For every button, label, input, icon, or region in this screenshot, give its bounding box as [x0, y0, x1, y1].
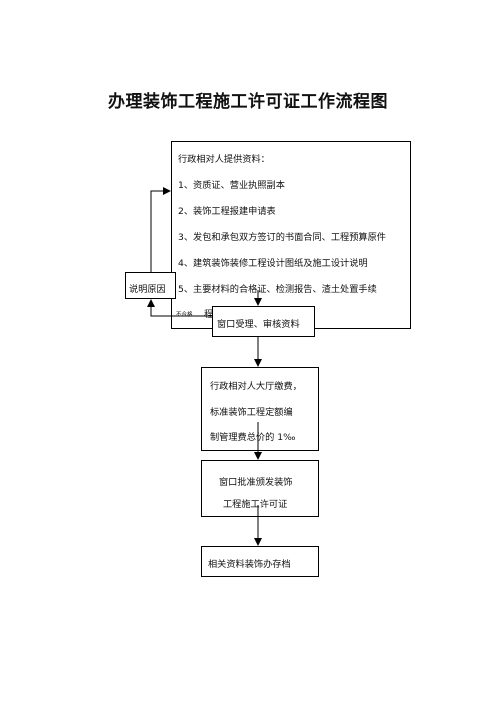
fee-line-3: 制管理费总价的 1‰ — [210, 432, 296, 443]
reason-box — [125, 272, 176, 299]
arrow-review-to-reason — [147, 299, 212, 317]
materials-item-1: 1、资质证、营业执照副本 — [178, 180, 285, 191]
issue-box — [201, 460, 319, 517]
arrow-reason-to-materials — [150, 187, 171, 272]
reason-label: 说明原因 — [129, 284, 166, 295]
materials-item-2: 2、装饰工程报建申请表 — [178, 206, 276, 217]
archive-label: 相关资料装饰办存档 — [208, 559, 291, 570]
archive-box — [201, 546, 319, 577]
issue-line-2: 工程施工许可证 — [223, 499, 288, 510]
flowchart-title: 办理装饰工程施工许可证工作流程图 — [108, 92, 388, 112]
fee-line-1: 行政相对人大厅缴费， — [210, 381, 302, 392]
issue-line-1: 窗口批准颁发装饰 — [219, 477, 293, 488]
fee-line-2: 标准装饰工程定额编 — [210, 407, 293, 418]
materials-item-5: 5、主要材料的合格证、检测报告、渣土处置手续 — [178, 284, 377, 295]
materials-item-6-partial: 程 — [204, 309, 214, 320]
materials-item-3: 3、发包和承包双方签订的书面合同、工程预算原件 — [178, 232, 386, 243]
fee-box — [201, 367, 319, 451]
materials-heading: 行政相对人提供资料： — [178, 154, 270, 165]
materials-box — [171, 141, 411, 329]
reject-label: 不合格 — [176, 312, 193, 318]
review-box — [212, 306, 315, 337]
materials-item-4: 4、建筑装饰装修工程设计图纸及施工设计说明 — [178, 258, 368, 269]
review-label: 窗口受理、审核资料 — [217, 319, 300, 330]
